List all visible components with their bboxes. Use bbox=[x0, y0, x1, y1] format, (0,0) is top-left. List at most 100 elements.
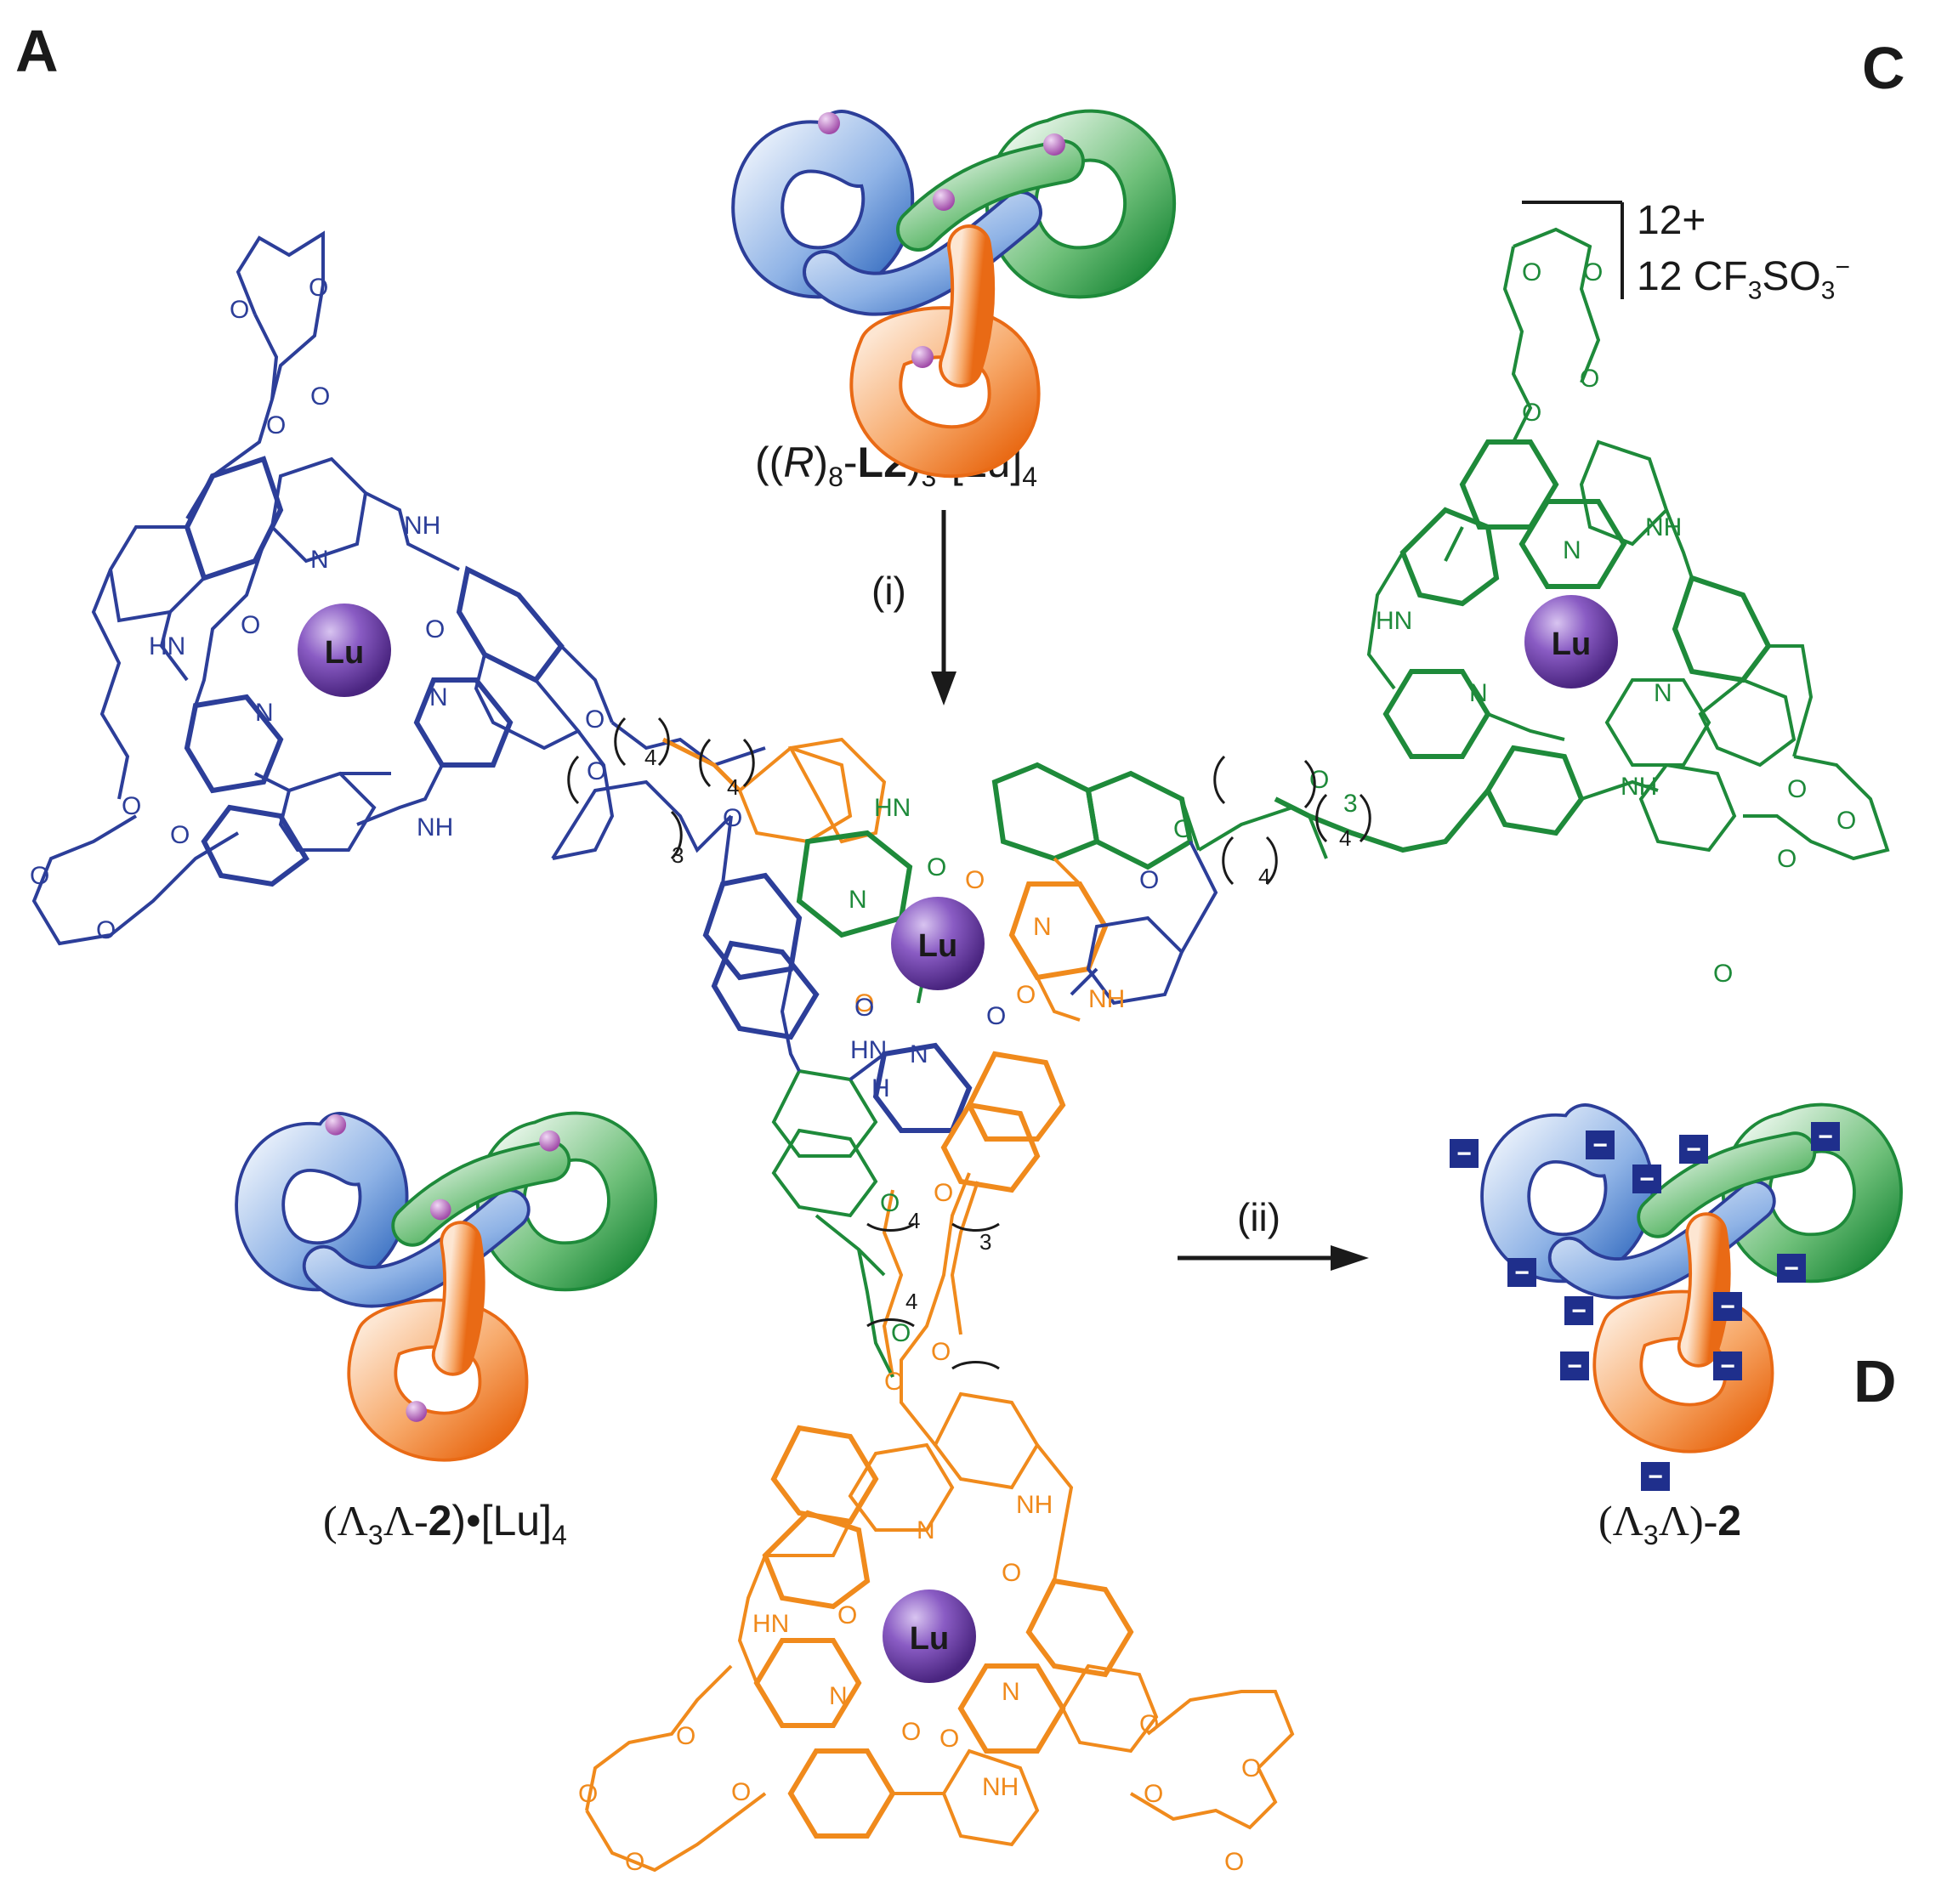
minus-badge: − bbox=[1450, 1139, 1479, 1168]
atom-nh: NH bbox=[1088, 985, 1125, 1013]
macrocycle-central bbox=[661, 737, 1218, 1378]
charge-bracket bbox=[1522, 201, 1624, 299]
arrow-step-ii bbox=[1178, 1245, 1369, 1271]
atom-o: O bbox=[578, 1780, 598, 1808]
atom-n: N bbox=[917, 1516, 935, 1544]
lu-sphere-center: Lu bbox=[891, 897, 985, 990]
atom-o: O bbox=[1173, 815, 1193, 843]
atom-o: O bbox=[854, 994, 874, 1022]
atom-o: O bbox=[585, 706, 605, 734]
minus-badge: − bbox=[1679, 1135, 1708, 1164]
repeat-count-4: 4 bbox=[905, 1289, 917, 1314]
atom-o: O bbox=[1713, 960, 1733, 988]
macrocycle-blue bbox=[31, 230, 766, 946]
atom-o: O bbox=[425, 615, 445, 643]
atom-n: N bbox=[429, 683, 448, 711]
atom-nh: NH bbox=[417, 813, 453, 842]
macrocycle-orange bbox=[585, 1172, 1295, 1873]
svg-text:−: − bbox=[1639, 1165, 1655, 1193]
metal-dot bbox=[1043, 133, 1065, 156]
knot-complex-left bbox=[235, 1111, 657, 1462]
lu-label: Lu bbox=[918, 928, 957, 964]
lu-label: Lu bbox=[910, 1621, 949, 1657]
caption-right-product: (Λ3Λ)-2 bbox=[1598, 1497, 1742, 1550]
lu-label: Lu bbox=[325, 635, 364, 671]
repeat-count-3: 3 bbox=[672, 842, 684, 868]
atom-o: O bbox=[1522, 399, 1541, 427]
repeat-count-3: 3 bbox=[1343, 790, 1358, 818]
knot-product-right bbox=[1480, 1102, 1903, 1454]
minus-badge: − bbox=[1507, 1258, 1536, 1287]
metal-dot bbox=[325, 1114, 347, 1136]
lu-sphere-bottom: Lu bbox=[883, 1590, 976, 1683]
atom-o: O bbox=[1241, 1754, 1261, 1782]
atom-o: O bbox=[1002, 1559, 1021, 1587]
atom-o: O bbox=[927, 853, 946, 881]
svg-text:−: − bbox=[1818, 1123, 1833, 1151]
atom-nh: NH bbox=[982, 1773, 1019, 1801]
atom-o: O bbox=[1777, 845, 1797, 873]
repeat-count-3: 3 bbox=[979, 1229, 991, 1255]
atom-o: O bbox=[731, 1778, 751, 1806]
atom-o: O bbox=[934, 1179, 953, 1207]
metal-dot bbox=[911, 346, 934, 368]
atom-hn: HN bbox=[850, 1036, 887, 1064]
minus-badge: − bbox=[1632, 1164, 1661, 1193]
metal-dot bbox=[933, 189, 955, 211]
minus-badge: − bbox=[1641, 1462, 1670, 1491]
atom-o: O bbox=[310, 382, 330, 411]
atom-nh: NH bbox=[1645, 513, 1682, 541]
svg-text:−: − bbox=[1592, 1131, 1608, 1159]
caption-left-complex: (Λ3Λ-2)•[Lu]4 bbox=[323, 1497, 567, 1550]
atom-nh: NH bbox=[1621, 773, 1657, 801]
atom-o: O bbox=[625, 1848, 644, 1876]
repeat-count-4: 4 bbox=[1339, 825, 1351, 851]
panel-letter-a: A bbox=[15, 18, 59, 84]
atom-n: N bbox=[1002, 1678, 1020, 1706]
atom-h: H bbox=[871, 1074, 890, 1102]
lu-sphere-right: Lu bbox=[1524, 595, 1618, 688]
atom-o: O bbox=[931, 1338, 951, 1366]
metal-dot bbox=[406, 1401, 428, 1422]
minus-badge: − bbox=[1777, 1254, 1806, 1283]
step-label-ii: (ii) bbox=[1237, 1195, 1281, 1239]
atom-o: O bbox=[241, 611, 260, 639]
atom-nh: NH bbox=[404, 512, 440, 540]
atom-o: O bbox=[723, 804, 742, 832]
svg-text:−: − bbox=[1784, 1255, 1799, 1283]
atom-n: N bbox=[1563, 536, 1581, 564]
minus-badge: − bbox=[1564, 1296, 1593, 1325]
atom-o: O bbox=[939, 1725, 959, 1753]
atom-o: O bbox=[986, 1002, 1006, 1030]
metal-dot bbox=[539, 1130, 560, 1152]
charge-line-1: 12+ bbox=[1637, 198, 1706, 243]
svg-text:−: − bbox=[1514, 1259, 1530, 1287]
atom-o: O bbox=[309, 274, 328, 302]
atom-o: O bbox=[1583, 258, 1603, 286]
svg-text:−: − bbox=[1648, 1463, 1663, 1491]
atom-n: N bbox=[1469, 679, 1488, 707]
atom-o: O bbox=[1836, 807, 1856, 835]
atom-n: N bbox=[910, 1040, 928, 1068]
atom-o: O bbox=[170, 821, 190, 849]
atom-n: N bbox=[849, 886, 867, 914]
atom-o: O bbox=[880, 1189, 900, 1217]
minus-badge: − bbox=[1713, 1292, 1742, 1321]
atom-o: O bbox=[901, 1718, 921, 1746]
arrow-step-i bbox=[931, 510, 956, 706]
atom-hn: HN bbox=[1376, 607, 1412, 635]
lu-label: Lu bbox=[1552, 626, 1591, 662]
panel-letter-c: C bbox=[1862, 35, 1905, 101]
atom-hn: HN bbox=[874, 794, 911, 822]
atom-labels: O O O O N HN N N NH NH O O O O O O O O O… bbox=[30, 258, 1856, 1876]
step-label-i: (i) bbox=[871, 569, 906, 613]
atom-hn: HN bbox=[149, 632, 185, 660]
repeat-count-4: 4 bbox=[644, 745, 656, 770]
atom-o: O bbox=[1139, 1710, 1159, 1738]
metal-dot bbox=[818, 112, 840, 134]
atom-o: O bbox=[837, 1601, 857, 1629]
atom-o: O bbox=[854, 989, 874, 1017]
svg-text:−: − bbox=[1686, 1136, 1701, 1164]
atom-o: O bbox=[965, 866, 985, 894]
svg-text:−: − bbox=[1571, 1297, 1587, 1325]
